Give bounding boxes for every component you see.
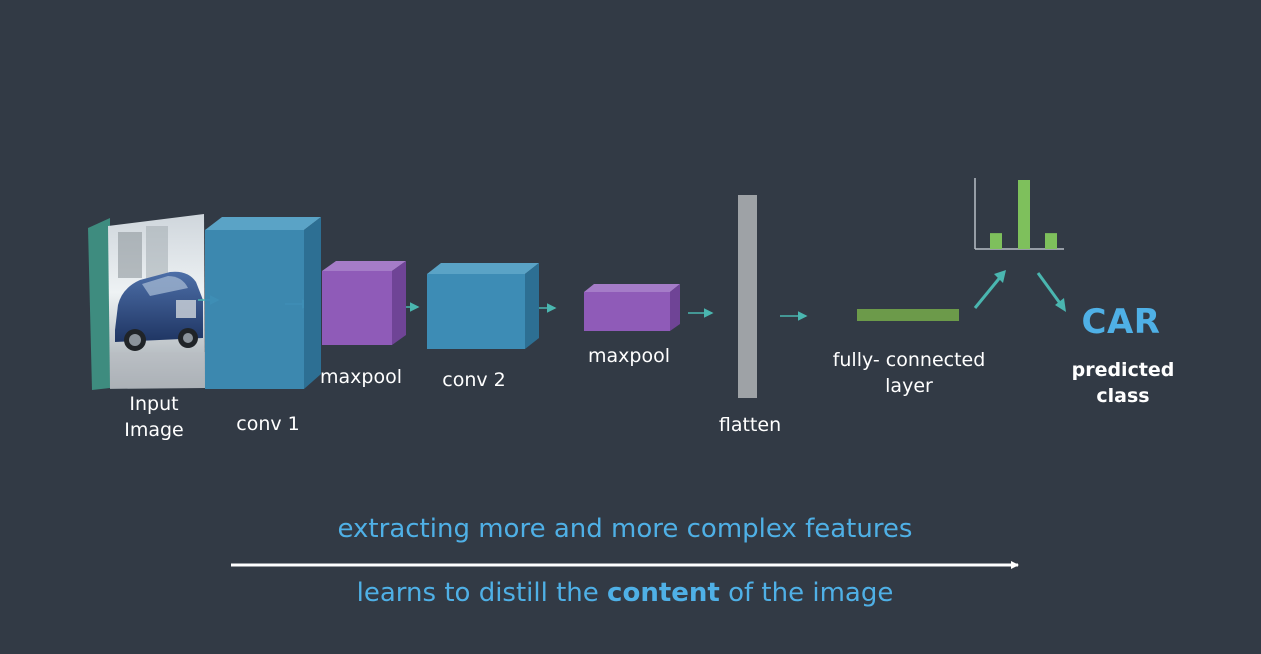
maxpool2-label: maxpool bbox=[588, 345, 670, 367]
photo-building bbox=[118, 232, 142, 278]
fully-connected-label-line2: layer bbox=[885, 375, 933, 397]
caption-bottom-bold: content bbox=[607, 578, 720, 608]
conv2-block bbox=[427, 263, 539, 349]
fully-connected-label-line1: fully- connected bbox=[832, 349, 986, 371]
caption-bottom: learns to distill the content of the ima… bbox=[357, 578, 894, 608]
output-bar-1 bbox=[990, 233, 1002, 249]
arrow-fc-output-head bbox=[994, 270, 1006, 283]
fully-connected-label: fully- connected layer bbox=[833, 347, 986, 399]
input-image-label-line1: Input bbox=[129, 393, 179, 415]
arrow-output-class bbox=[1036, 272, 1064, 307]
conv1-label: conv 1 bbox=[236, 413, 300, 435]
output-probability-chart bbox=[974, 178, 1064, 250]
caption-top: extracting more and more complex feature… bbox=[337, 514, 913, 544]
input-image-label-line2: Image bbox=[124, 419, 184, 441]
predicted-class-label: predicted class bbox=[1072, 357, 1175, 409]
maxpool2-block bbox=[584, 284, 680, 331]
predicted-class-name: CAR bbox=[1081, 302, 1161, 342]
photo-building bbox=[146, 226, 168, 282]
fully-connected-bar bbox=[857, 309, 959, 321]
arrow-output-class-head bbox=[1055, 298, 1066, 312]
predicted-class-label-line1: predicted bbox=[1071, 359, 1175, 381]
flatten-label: flatten bbox=[718, 414, 782, 436]
input-image-label: Input Image bbox=[124, 391, 184, 443]
caption-bottom-pre: learns to distill the bbox=[356, 578, 608, 608]
arrow-fc-output bbox=[973, 274, 1004, 309]
conv2-label: conv 2 bbox=[442, 369, 506, 391]
flatten-bar bbox=[738, 195, 757, 398]
photo-ground bbox=[110, 352, 205, 388]
input-image-frame bbox=[88, 218, 110, 390]
caption-bottom-post: of the image bbox=[719, 578, 894, 608]
maxpool1-label: maxpool bbox=[320, 366, 402, 388]
output-bar-2 bbox=[1018, 180, 1030, 249]
car-icon bbox=[115, 271, 203, 351]
maxpool1-block bbox=[322, 261, 406, 345]
predicted-class-label-line2: class bbox=[1096, 385, 1150, 407]
output-bar-3 bbox=[1045, 233, 1057, 249]
input-image bbox=[88, 214, 205, 390]
conv1-block bbox=[205, 217, 321, 389]
